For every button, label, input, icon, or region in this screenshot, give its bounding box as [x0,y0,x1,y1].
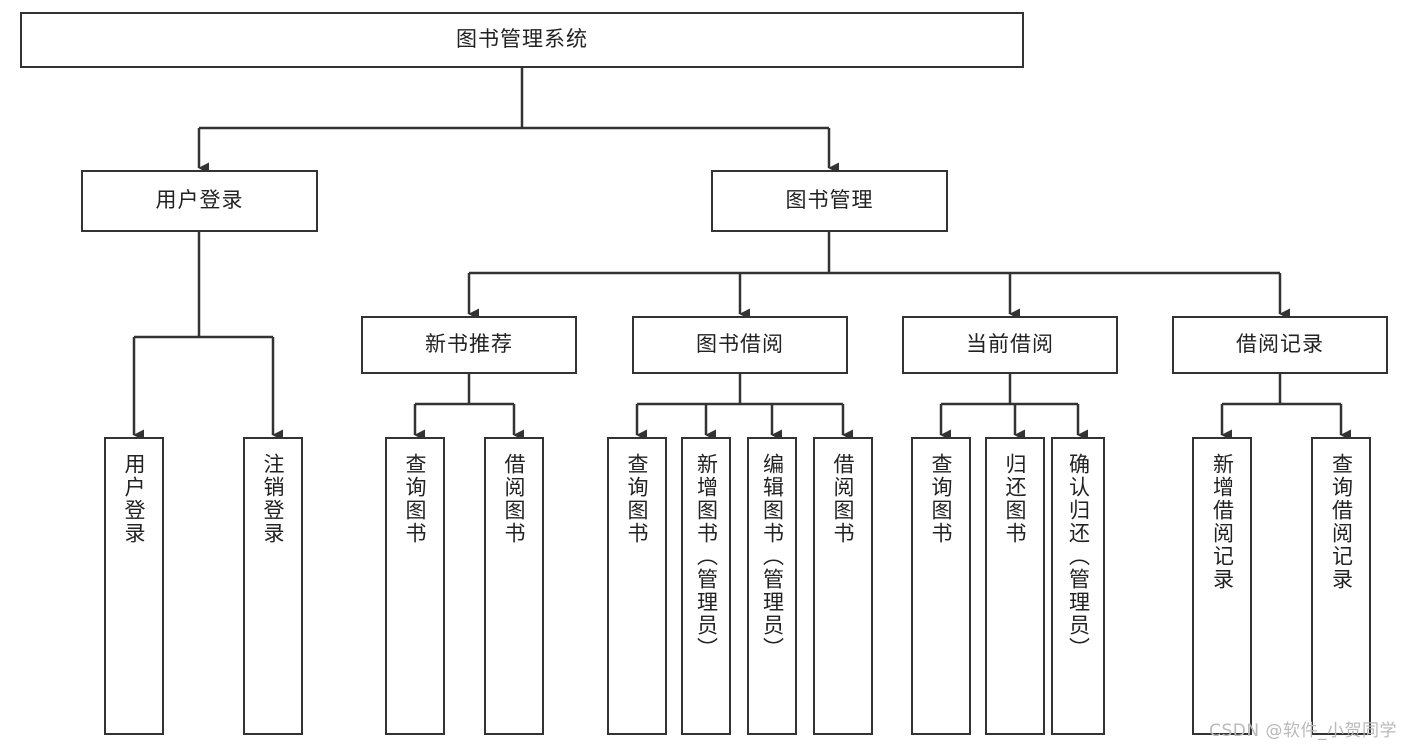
node-login[interactable]: 用户登录 [81,170,318,232]
node-root[interactable]: 图书管理系统 [20,12,1024,68]
node-newbook[interactable]: 新书推荐 [361,316,577,374]
node-label: 借阅图书 [831,453,856,545]
node-label: 归还图书 [1003,453,1028,545]
node-l5[interactable]: 查询图书 [607,437,667,735]
node-bookmgmt[interactable]: 图书管理 [711,170,948,232]
node-label: 图书管理 [785,188,874,213]
node-l13[interactable]: 查询借阅记录 [1311,437,1371,735]
node-label: 查询图书 [929,453,954,545]
node-label: 借阅图书 [502,453,527,545]
node-l2[interactable]: 注销登录 [243,437,303,735]
node-records[interactable]: 借阅记录 [1172,316,1388,374]
node-label: 注销登录 [261,453,286,545]
node-l7[interactable]: 编辑图书（管理员） [747,437,797,735]
node-current[interactable]: 当前借阅 [902,316,1118,374]
node-label: 新书推荐 [425,332,513,357]
node-label: 用户登录 [155,188,244,213]
node-l6[interactable]: 新增图书（管理员） [681,437,731,735]
node-label: 编辑图书（管理员） [760,453,785,660]
node-label: 查询借阅记录 [1329,453,1354,591]
node-l12[interactable]: 新增借阅记录 [1192,437,1252,735]
node-label: 查询图书 [403,453,428,545]
node-l10[interactable]: 归还图书 [985,437,1045,735]
node-l3[interactable]: 查询图书 [385,437,445,735]
node-label: 查询图书 [625,453,650,545]
node-l8[interactable]: 借阅图书 [813,437,873,735]
node-label: 新增借阅记录 [1210,453,1235,591]
node-l9[interactable]: 查询图书 [911,437,971,735]
node-label: 用户登录 [122,453,147,545]
node-label: 当前借阅 [966,332,1054,357]
node-borrow[interactable]: 图书借阅 [632,316,848,374]
node-l4[interactable]: 借阅图书 [484,437,544,735]
node-label: 新增图书（管理员） [694,453,719,660]
node-label: 图书借阅 [696,332,784,357]
node-l11[interactable]: 确认归还（管理员） [1051,437,1105,735]
node-label: 图书管理系统 [456,27,588,52]
node-label: 确认归还（管理员） [1066,453,1091,660]
watermark-label: CSDN @软件_小贺同学 [1209,721,1397,741]
node-l1[interactable]: 用户登录 [104,437,164,735]
node-label: 借阅记录 [1236,332,1324,357]
